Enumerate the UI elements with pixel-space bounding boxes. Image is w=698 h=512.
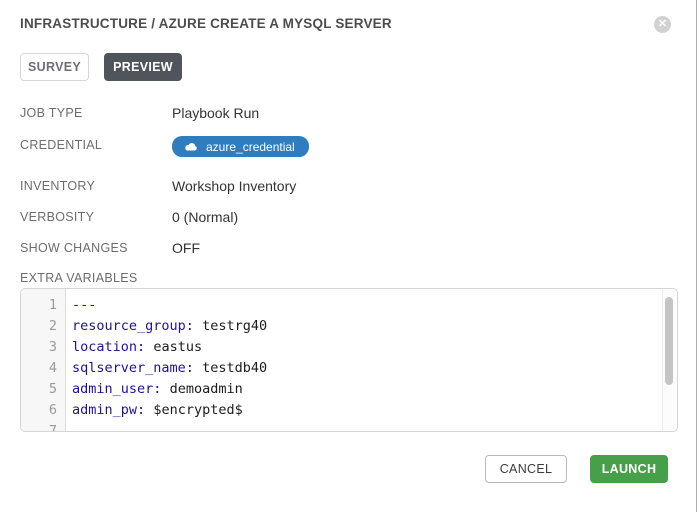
verbosity-value: 0 (Normal)	[172, 209, 239, 225]
job-type-value: Playbook Run	[172, 105, 260, 121]
yaml-key	[66, 421, 72, 431]
yaml-key: admin_pw:	[72, 402, 146, 418]
close-icon[interactable]: ✕	[654, 16, 671, 33]
cancel-button[interactable]: CANCEL	[485, 455, 567, 483]
yaml-value: testrg40	[202, 318, 268, 334]
line-number: 4	[48, 360, 57, 376]
yaml-value: testdb40	[202, 360, 268, 376]
yaml-value: $encrypted$	[153, 402, 243, 418]
code-line: 4 sqlserver_name: testdb40	[21, 358, 677, 379]
cloud-icon	[184, 142, 198, 152]
yaml-key: sqlserver_name:	[72, 360, 194, 376]
yaml-key: resource_group:	[72, 318, 194, 334]
line-number: 1	[48, 297, 57, 313]
yaml-value: demoadmin	[169, 381, 243, 397]
line-number: 6	[48, 402, 57, 418]
editor-line-number-gutter	[21, 289, 66, 431]
line-number: 2	[48, 318, 57, 334]
tab-preview[interactable]: PREVIEW	[104, 53, 182, 81]
page-title: INFRASTRUCTURE / AZURE CREATE A MYSQL SE…	[20, 16, 392, 31]
credential-badge: azure_credential	[172, 136, 309, 157]
code-line: 1 ---	[21, 295, 677, 316]
yaml-key: location:	[72, 339, 146, 355]
editor-scrollbar-thumb[interactable]	[665, 297, 673, 385]
code-line: 6 admin_pw: $encrypted$	[21, 400, 677, 421]
line-number: 5	[48, 381, 57, 397]
inventory-value: Workshop Inventory	[172, 178, 297, 194]
job-type-label: JOB TYPE	[20, 106, 83, 120]
credential-badge-label: azure_credential	[206, 139, 295, 154]
tab-survey[interactable]: SURVEY	[20, 53, 89, 81]
editor-scrollbar-track[interactable]	[662, 290, 676, 430]
extra-variables-label: EXTRA VARIABLES	[20, 271, 138, 285]
code-line: 3 location: eastus	[21, 337, 677, 358]
line-number: 7	[48, 423, 57, 432]
extra-variables-editor[interactable]: 1 --- 2 resource_group: testrg40 3 location:…	[20, 288, 678, 432]
inventory-label: INVENTORY	[20, 179, 96, 193]
yaml-value: eastus	[153, 339, 203, 355]
yaml-key: admin_user:	[72, 381, 162, 397]
code-line: 5 admin_user: demoadmin	[21, 379, 677, 400]
verbosity-label: VERBOSITY	[20, 210, 95, 224]
line-number: 3	[48, 339, 57, 355]
show-changes-label: SHOW CHANGES	[20, 241, 128, 255]
show-changes-value: OFF	[172, 240, 200, 256]
credential-label: CREDENTIAL	[20, 138, 103, 152]
editor-code-lines: 1 --- 2 resource_group: testrg40 3 location:…	[21, 295, 677, 432]
code-line: 2 resource_group: testrg40	[21, 316, 677, 337]
code-line: 7	[21, 421, 677, 432]
launch-button[interactable]: LAUNCH	[590, 455, 668, 483]
yaml-key: ---	[72, 297, 97, 313]
